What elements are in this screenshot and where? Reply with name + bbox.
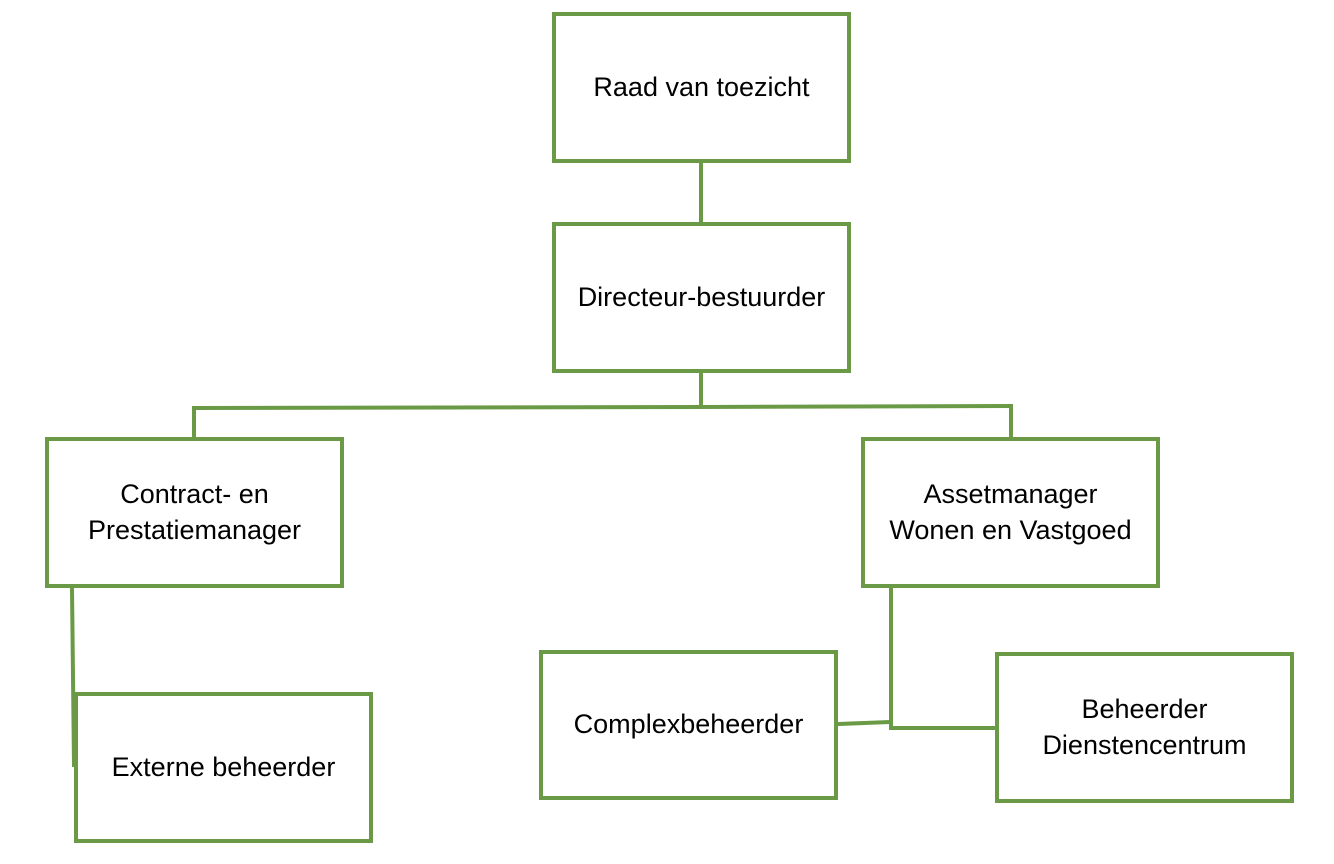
edge-branch-left [191,404,704,411]
node-label: Assetmanager Wonen en Vastgoed [889,479,1132,545]
node-label: Raad van toezicht [593,71,810,102]
node-externe-beheerder: Externe beheerder [74,692,373,843]
node-contract-prestatiemanager: Contract- en Prestatiemanager [45,437,344,588]
edge-contract-extern [69,585,77,768]
edge-branch-right [698,403,1014,410]
node-directeur-bestuurder: Directeur-bestuurder [552,222,851,373]
node-label: Beheerder Dienstencentrum [1042,694,1247,760]
edge-to-complex [835,719,894,727]
node-complexbeheerder: Complexbeheerder [539,650,838,800]
node-label: Complexbeheerder [573,709,804,740]
node-label: Directeur-bestuurder [577,281,826,312]
node-assetmanager: Assetmanager Wonen en Vastgoed [861,437,1160,588]
node-label: Contract- en Prestatiemanager [87,479,302,545]
node-beheerder-dienstencentrum: Beheerder Dienstencentrum [995,652,1294,803]
node-label: Externe beheerder [111,751,336,782]
node-raad-van-toezicht: Raad van toezicht [552,12,851,163]
